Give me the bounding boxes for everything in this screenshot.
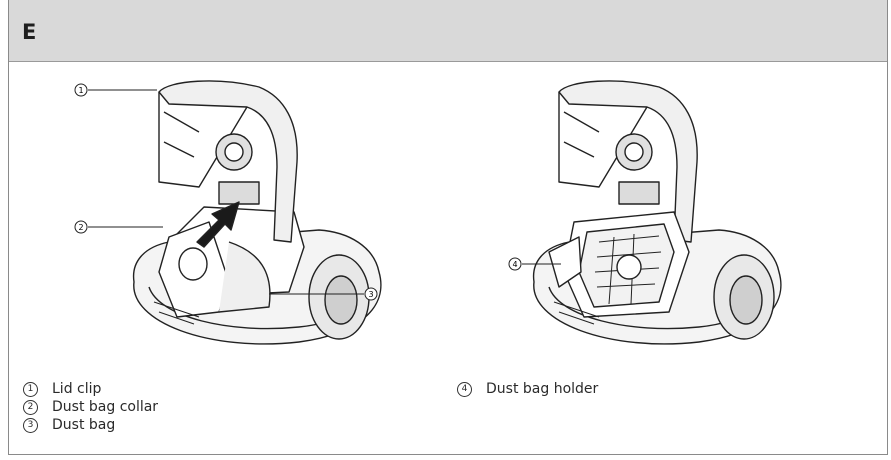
callout-1-number: 1 [78, 86, 83, 95]
legend-number: 2 [23, 399, 38, 415]
callout-3-marker [364, 287, 378, 301]
legend-number: 4 [457, 381, 472, 397]
section-letter: E [22, 20, 37, 44]
legend-item-dust-bag-collar: 2 Dust bag collar [23, 398, 158, 416]
legend-left: 1 Lid clip 2 Dust bag collar 3 Dust bag [23, 380, 158, 434]
callout-1-marker [74, 83, 88, 97]
vacuum-illustration-bag-holder: 4 [508, 80, 782, 345]
legend-right: 4 Dust bag holder [457, 380, 598, 398]
callout-2-number: 2 [78, 223, 83, 232]
legend-label: Dust bag holder [486, 381, 599, 397]
legend-item-dust-bag: 3 Dust bag [23, 416, 158, 434]
callout-4-number: 4 [512, 260, 517, 269]
legend-number: 1 [23, 381, 38, 397]
legend-item-lid-clip: 1 Lid clip [23, 380, 158, 398]
section-header: E [9, 0, 887, 62]
callout-2-marker [74, 220, 88, 234]
vacuum-illustration-bag-insert: 1 2 3 [74, 80, 382, 345]
legend-label: Dust bag [52, 417, 116, 433]
legend-label: Lid clip [52, 381, 102, 397]
figure-frame: E [8, 0, 888, 455]
callout-4-marker [508, 257, 522, 271]
callout-3-number: 3 [368, 290, 373, 299]
legend-item-dust-bag-holder: 4 Dust bag holder [457, 380, 598, 398]
legend-label: Dust bag collar [52, 399, 159, 415]
legend-number: 3 [23, 417, 38, 433]
